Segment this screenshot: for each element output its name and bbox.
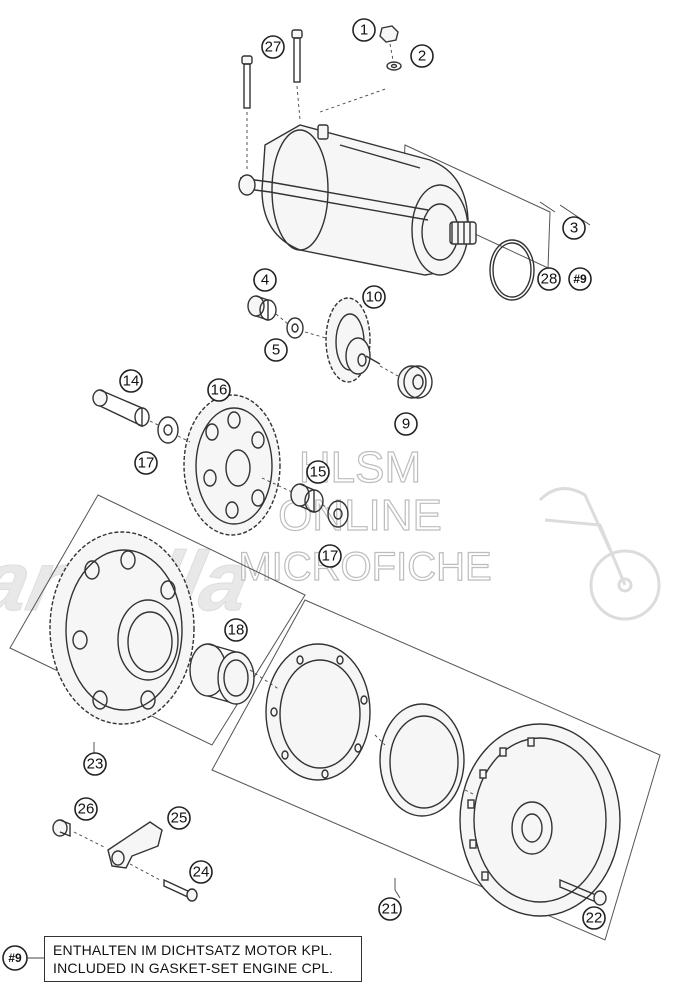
svg-text:2: 2 [418,48,426,65]
callout-28: 28 [537,267,561,291]
callout-21: 21 [378,897,402,921]
bolt-22 [559,878,607,906]
bushing-15 [290,483,324,514]
callout-27: 27 [261,35,285,59]
svg-text:5: 5 [272,342,280,359]
svg-text:21: 21 [382,901,399,918]
washer-2 [386,61,402,71]
washer-17-right [327,500,349,528]
lever-25 [107,821,163,869]
callout-22: 22 [582,906,606,930]
bearing-9 [397,365,433,399]
callout-2: 2 [410,44,434,68]
svg-text:28: 28 [541,271,558,288]
gear-group-frame [9,494,306,746]
flywheel-rotor [459,723,621,917]
svg-text:18: 18 [228,622,245,639]
note-line-german: ENTHALTEN IM DICHTSATZ MOTOR KPL. [53,942,333,958]
svg-text:23: 23 [87,756,104,773]
callout-18: 18 [224,618,248,642]
watermark-line2: ONLINE [278,491,442,540]
callout-10: 10 [362,285,386,309]
svg-text:24: 24 [193,864,210,881]
starter-motor [238,124,477,276]
svg-text:15: 15 [310,464,327,481]
watermark-motorcycle-icon [538,487,661,621]
svg-text:4: 4 [261,272,269,289]
svg-text:1: 1 [360,22,368,39]
callout-16: 16 [207,378,231,402]
note-reference-badge: #9 [2,945,28,971]
watermark-line3: MICROFICHE [238,545,491,589]
callout-5: 5 [264,338,288,362]
callout-24: 24 [189,860,213,884]
callout-1: 1 [352,18,376,42]
callout-9-ref: #9 [568,267,592,291]
svg-text:17: 17 [322,548,339,565]
svg-text:27: 27 [265,39,282,56]
washer-17-left [157,416,179,444]
bolt-27-right [291,29,303,83]
callout-25: 25 [167,806,191,830]
freewheel-ring [265,643,371,781]
svg-text:16: 16 [211,382,228,399]
intermediate-gear-10 [325,297,381,383]
callout-9: 9 [394,412,418,436]
svg-text:25: 25 [171,810,188,827]
bushing-4 [247,295,277,321]
callout-15: 15 [306,460,330,484]
callout-3: 3 [562,216,586,240]
svg-text:10: 10 [366,289,383,306]
gasket-set-note: ENTHALTEN IM DICHTSATZ MOTOR KPL. INCLUD… [44,936,362,982]
callout-4: 4 [253,268,277,292]
svg-text:9: 9 [402,416,410,433]
screw-24 [163,878,198,902]
bolt-27-left [241,55,253,109]
svg-text:17: 17 [138,455,155,472]
callout-14: 14 [119,369,143,393]
needle-bearing-18 [189,643,255,705]
o-ring-28 [489,239,535,301]
callout-26: 26 [74,797,98,821]
nut-1 [379,25,399,43]
svg-text:26: 26 [78,801,95,818]
freewheel-cage [379,703,465,817]
callout-23: 23 [83,752,107,776]
svg-text:3: 3 [570,220,578,237]
svg-text:22: 22 [586,910,603,927]
svg-text:14: 14 [123,373,140,390]
note-line-english: INCLUDED IN GASKET-SET ENGINE CPL. [53,960,334,976]
svg-text:#9: #9 [573,272,587,286]
callout-17-left: 17 [134,451,158,475]
freewheel-group-frame [211,599,661,941]
callout-17-right: 17 [318,544,342,568]
shaft-14 [92,389,150,428]
svg-text:#9: #9 [8,951,22,965]
starter-gear-23 [49,531,195,725]
washer-5 [286,317,304,339]
idler-gear-16 [183,394,281,536]
sleeve-26 [52,819,71,838]
